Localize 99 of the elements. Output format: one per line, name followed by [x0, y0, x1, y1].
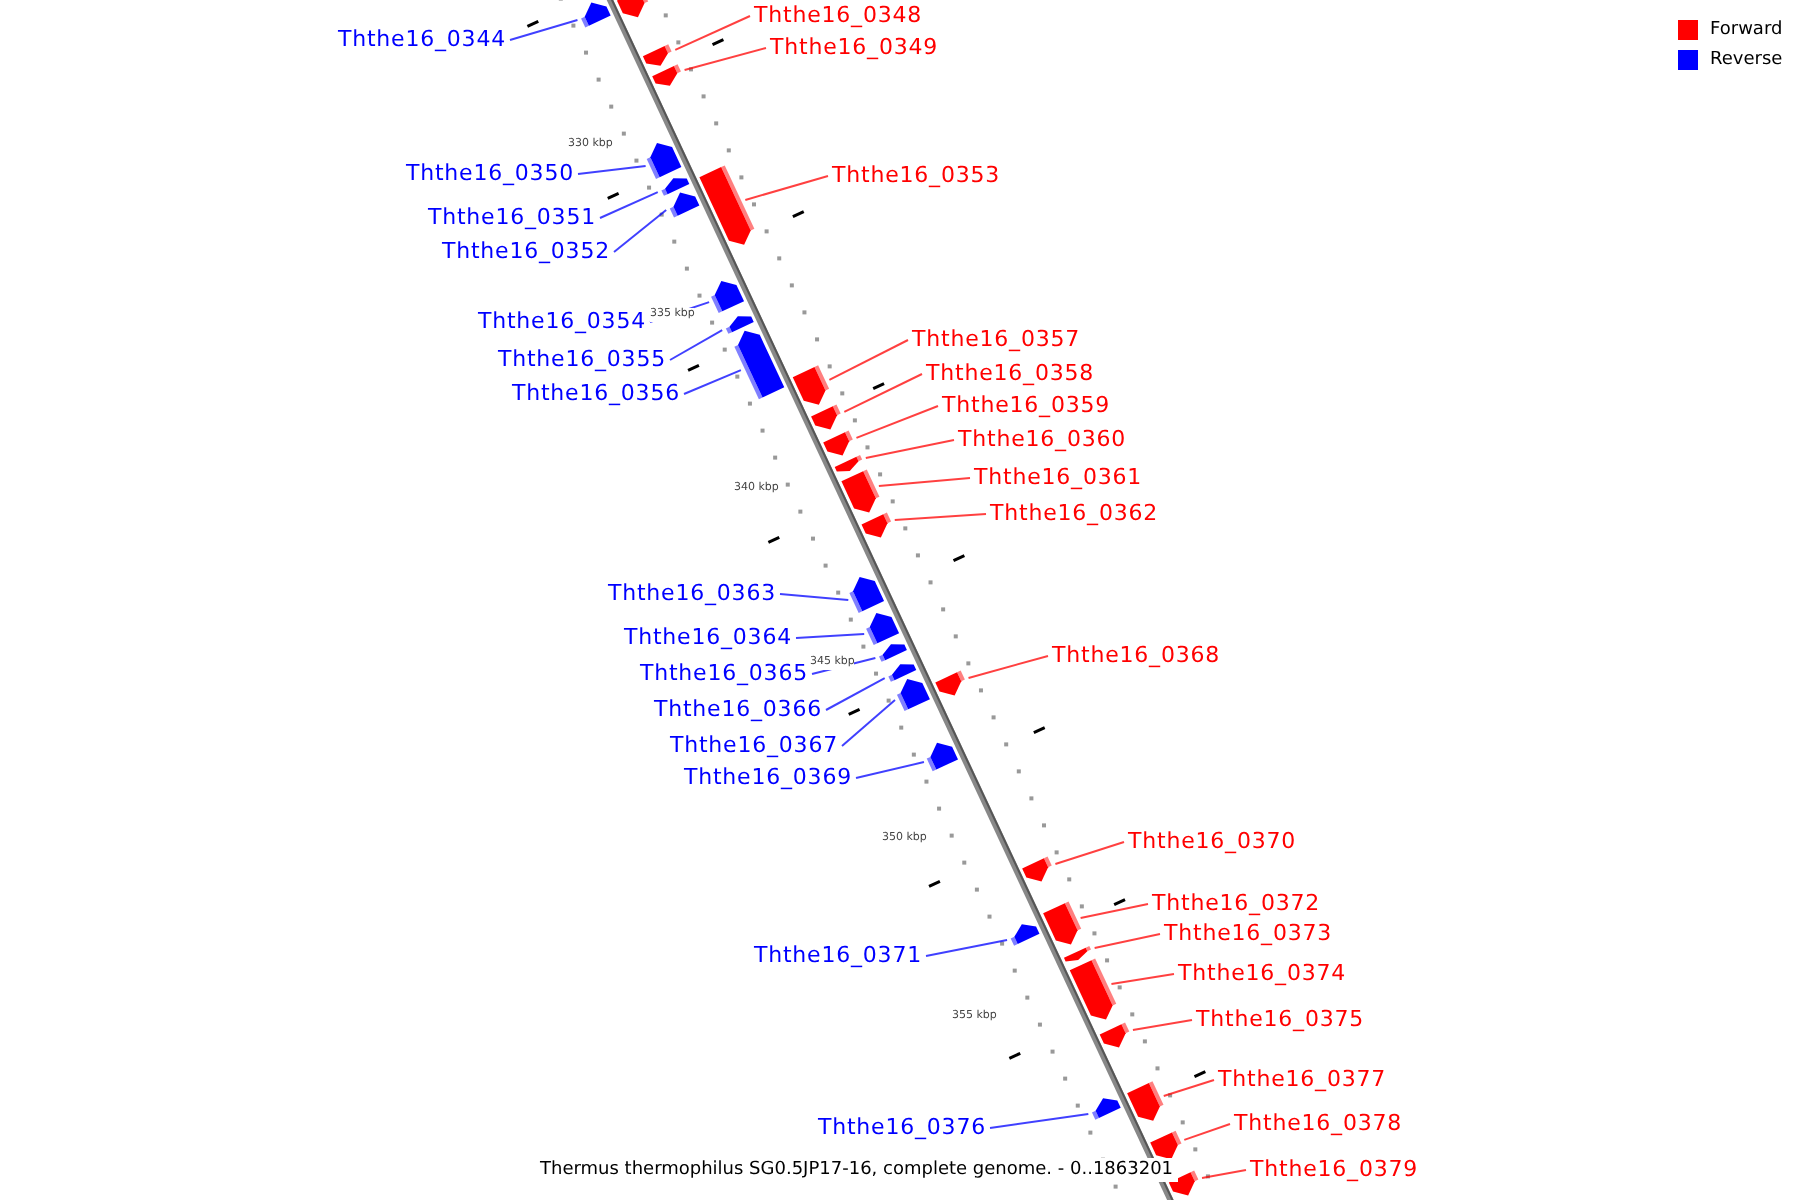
leader-line: [828, 339, 909, 381]
gene-bar: [1127, 1081, 1164, 1121]
gene-bar: [1091, 1098, 1121, 1120]
leader-line: [925, 939, 1009, 957]
leader-line: [811, 657, 877, 675]
gene-bar: [734, 330, 785, 400]
gene-label: Ththe16_0358: [926, 360, 1095, 386]
leader-line: [843, 373, 923, 413]
leader-line: [744, 175, 829, 201]
gene-bar: [1063, 946, 1091, 962]
gene-bar: [841, 469, 880, 513]
leader-line: [1054, 841, 1125, 865]
gene-bar: [1022, 856, 1052, 882]
gene-label: Ththe16_0362: [990, 500, 1159, 526]
gene-bar: [879, 644, 907, 662]
gene-label: Ththe16_0370: [1128, 828, 1297, 854]
gene-label: Ththe16_0379: [1250, 1156, 1419, 1182]
gene-bar: [652, 64, 681, 86]
gene-label: Ththe16_0353: [832, 162, 1001, 188]
leader-line: [1093, 933, 1161, 949]
gene-bar: [725, 316, 754, 334]
gene-bar: [861, 512, 892, 538]
gene-bar: [849, 577, 885, 613]
gene-bar: [581, 2, 611, 28]
gene-label: Ththe16_0372: [1152, 890, 1321, 916]
gene-label: Ththe16_0368: [1052, 642, 1221, 668]
gene-bar: [1043, 901, 1082, 945]
gene-label: Ththe16_0349: [770, 34, 939, 60]
gene-label: Ththe16_0363: [607, 580, 776, 606]
gene-label: Ththe16_0366: [653, 696, 822, 722]
legend-label: Reverse: [1710, 50, 1783, 70]
leader-line: [1079, 903, 1149, 919]
leader-line: [855, 761, 925, 779]
leader-line: [509, 19, 579, 41]
gene-bar: [646, 143, 682, 179]
leader-line: [674, 15, 751, 51]
legend-label: Forward: [1710, 20, 1783, 40]
gene-label: Ththe16_0364: [623, 624, 792, 650]
gene-label: Ththe16_0374: [1178, 960, 1347, 986]
leader-line: [893, 513, 987, 521]
leader-line: [841, 699, 896, 747]
gene-label: Ththe16_0359: [942, 392, 1111, 418]
leader-line: [779, 593, 850, 602]
leader-line: [613, 209, 668, 253]
leader-line: [577, 165, 647, 175]
leader-line: [683, 369, 742, 395]
leader-line: [877, 477, 971, 487]
gene-label: Ththe16_0375: [1196, 1006, 1365, 1032]
leader-line: [825, 677, 886, 711]
gene-bar: [1099, 1022, 1130, 1048]
gene-label: Ththe16_0378: [1234, 1110, 1403, 1136]
gene-bar: [1010, 924, 1040, 946]
gene-label: Ththe16_0348: [754, 2, 923, 28]
gene-bar: [661, 178, 690, 196]
gene-label: Ththe16_0352: [441, 238, 610, 264]
gene-label: Ththe16_0350: [405, 160, 574, 186]
gene-bar: [1069, 958, 1117, 1020]
gene-bar: [616, 0, 649, 18]
gene-bar: [823, 430, 853, 456]
gene-bar: [699, 165, 755, 245]
gene-label: Ththe16_0361: [974, 464, 1143, 490]
genome-caption: Thermus thermophilus SG0.5JP17-16, complete genome. - 0..1863201: [536, 1158, 1178, 1182]
gene-bar: [834, 455, 863, 472]
gene-bar: [1168, 1170, 1199, 1196]
gene-bar: [711, 280, 745, 314]
leader-line: [1110, 973, 1175, 985]
leader-line: [599, 191, 659, 219]
gene-bar: [642, 44, 672, 66]
gene-label: Ththe16_0367: [669, 732, 838, 758]
leader-line: [989, 1113, 1090, 1129]
leader-line: [795, 633, 866, 639]
gene-label: Ththe16_0365: [639, 660, 808, 686]
gene-label: Ththe16_0376: [817, 1114, 986, 1140]
leader-line: [967, 655, 1049, 679]
gene-label: Ththe16_0377: [1218, 1066, 1387, 1092]
gene-label: Ththe16_0351: [427, 204, 596, 230]
gene-label: Ththe16_0357: [912, 326, 1081, 352]
gene-bar: [926, 742, 958, 772]
gene-bar: [669, 192, 700, 218]
gene-bar: [935, 670, 965, 696]
gene-bar: [1150, 1130, 1182, 1160]
gene-label: Ththe16_0373: [1164, 920, 1333, 946]
leader-line: [1162, 1079, 1215, 1097]
gene-label: Ththe16_0369: [683, 764, 852, 790]
leader-line: [683, 47, 767, 71]
leader-line: [1183, 1123, 1231, 1141]
gene-bar: [888, 664, 917, 682]
gene-label: Ththe16_0356: [511, 380, 680, 406]
gene-label: Ththe16_0360: [958, 426, 1127, 452]
leader-line: [1201, 1169, 1247, 1179]
leader-line: [1131, 1019, 1193, 1031]
gene-label: Ththe16_0354: [477, 308, 646, 334]
gene-bar: [811, 404, 841, 430]
gene-label: Ththe16_0371: [753, 942, 922, 968]
gene-label: Ththe16_0344: [337, 26, 506, 52]
leader-line: [864, 439, 955, 459]
leader-line: [669, 329, 724, 361]
leader-line: [855, 405, 939, 439]
gene-label: Ththe16_0355: [497, 346, 666, 372]
